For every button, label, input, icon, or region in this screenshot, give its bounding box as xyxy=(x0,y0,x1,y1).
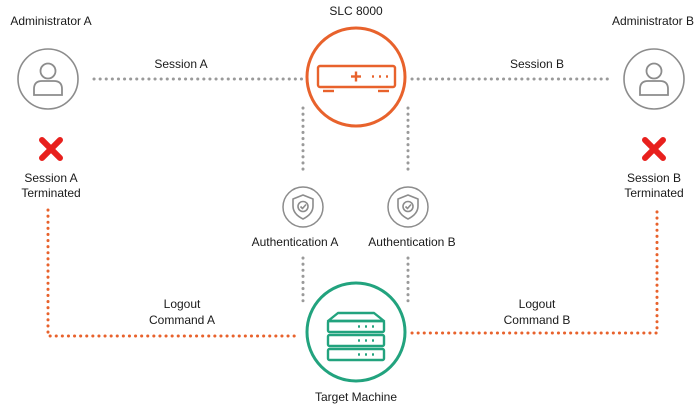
logout-a-line xyxy=(46,208,302,338)
x-mark-icon xyxy=(39,137,63,161)
server-stack-icon xyxy=(326,311,386,362)
authentication-b-node xyxy=(387,186,429,228)
administrator-a-label: Administrator A xyxy=(10,14,91,28)
shield-check-icon xyxy=(292,194,314,220)
authentication-a-node xyxy=(282,186,324,228)
session-b-label: Session B xyxy=(510,57,564,71)
console-server-icon xyxy=(316,64,397,93)
logout-a-label-line1: Logout xyxy=(164,297,201,311)
session-b-terminated-line1: Session B xyxy=(627,171,681,185)
x-mark-icon xyxy=(642,137,666,161)
session-a-terminated-line1: Session A xyxy=(24,171,77,185)
user-icon xyxy=(639,62,669,96)
authentication-b-label: Authentication B xyxy=(368,235,455,249)
administrator-b-node xyxy=(623,48,685,110)
logout-b-label-line1: Logout xyxy=(519,297,556,311)
logout-a-label-line2: Command A xyxy=(149,313,215,327)
session-lines xyxy=(92,77,610,308)
administrator-a-node xyxy=(17,48,79,110)
user-icon xyxy=(33,62,63,96)
session-b-terminated-line2: Terminated xyxy=(624,186,683,200)
logout-b-label-line2: Command B xyxy=(504,313,571,327)
target-machine-node xyxy=(305,281,407,383)
session-a-label: Session A xyxy=(154,57,207,71)
target-machine-label: Target Machine xyxy=(315,390,397,404)
logout-lines xyxy=(46,205,659,338)
administrator-b-label: Administrator B xyxy=(612,14,694,28)
logout-b-line xyxy=(410,205,659,335)
slc-8000-node xyxy=(305,26,407,128)
shield-check-icon xyxy=(397,194,419,220)
session-a-terminated-line2: Terminated xyxy=(21,186,80,200)
slc-8000-label: SLC 8000 xyxy=(329,4,383,18)
authentication-a-label: Authentication A xyxy=(252,235,339,249)
